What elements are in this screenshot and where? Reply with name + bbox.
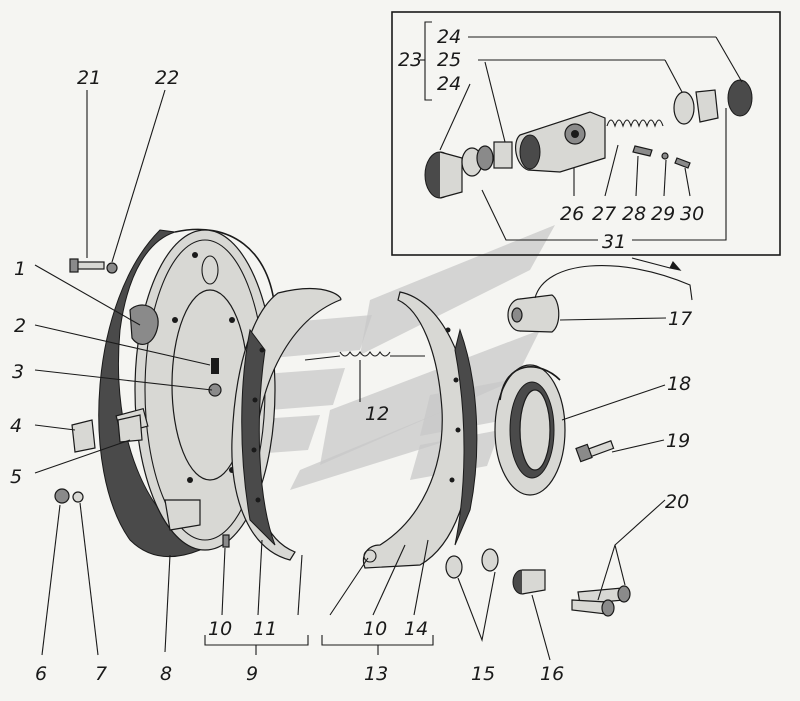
- cylinder-body: [514, 111, 606, 173]
- callout-17: 17: [668, 308, 692, 330]
- cylinder-cap-left: [424, 151, 463, 199]
- callout-4: 4: [10, 415, 22, 437]
- callout-8: 8: [160, 663, 172, 685]
- bleeder-bolt-28: [632, 145, 653, 157]
- callout-10-right: 10: [363, 618, 387, 640]
- callout-26: 26: [560, 203, 584, 225]
- callout-18: 18: [667, 373, 691, 395]
- bolt-21: [69, 258, 105, 273]
- brake-shoe-left: [231, 288, 342, 561]
- bolt-19: [575, 440, 615, 463]
- callout-2: 2: [14, 315, 26, 337]
- callout-3: 3: [12, 361, 24, 383]
- callout-15: 15: [471, 663, 495, 685]
- piston-spring: [606, 119, 664, 128]
- washer-15a: [445, 555, 463, 579]
- callout-1: 1: [14, 258, 26, 280]
- leader-lines: [34, 21, 743, 661]
- callout-7: 7: [95, 663, 107, 685]
- eccentric-pin: [211, 358, 219, 374]
- callout-13: 13: [364, 663, 388, 685]
- callout-31: 31: [602, 231, 626, 253]
- washer-15b: [481, 548, 499, 572]
- cam-plate-4: [71, 419, 96, 453]
- wheel-cylinder-inset-frame: [391, 11, 781, 256]
- piston-25-left: [461, 145, 494, 177]
- callout-labels: 21 22 1 2 3 4 5 6 7 8 10 11 9 10 14 13 1…: [10, 26, 704, 685]
- nut-6: [54, 488, 70, 504]
- callout-22: 22: [155, 67, 179, 89]
- callout-11: 11: [253, 618, 277, 640]
- wheel-cylinder-assembled: [507, 265, 693, 333]
- washer-7: [72, 491, 84, 503]
- bracket-5: [117, 414, 143, 443]
- callout-14: 14: [404, 618, 428, 640]
- callout-23: 23: [398, 49, 422, 71]
- callout-29: 29: [651, 203, 675, 225]
- brake-shoe-right: [362, 291, 478, 569]
- callout-9: 9: [246, 663, 258, 685]
- callout-20: 20: [665, 491, 689, 513]
- callout-12: 12: [365, 403, 389, 425]
- callout-21: 21: [77, 67, 101, 89]
- callout-19: 19: [666, 430, 690, 452]
- callout-25: 25: [437, 49, 461, 71]
- cylinder-cap-right: [695, 79, 753, 123]
- callout-27: 27: [592, 203, 616, 225]
- callout-10-left: 10: [208, 618, 232, 640]
- callout-28: 28: [622, 203, 646, 225]
- screw-30: [674, 157, 691, 169]
- studs-20: [571, 585, 631, 617]
- callout-24-bottom: 24: [437, 73, 461, 95]
- adjuster-16: [512, 569, 546, 595]
- brake-drum: [494, 364, 566, 496]
- callout-5: 5: [10, 466, 22, 488]
- callout-30: 30: [680, 203, 704, 225]
- rivet-10-left: [222, 534, 230, 548]
- callout-24-top: 24: [437, 26, 461, 48]
- return-spring: [304, 350, 425, 361]
- washer-22: [106, 262, 118, 274]
- callout-6: 6: [35, 663, 47, 685]
- callout-16: 16: [540, 663, 564, 685]
- washer-29: [661, 152, 669, 160]
- piston-right: [673, 91, 695, 125]
- cup-25: [493, 141, 513, 169]
